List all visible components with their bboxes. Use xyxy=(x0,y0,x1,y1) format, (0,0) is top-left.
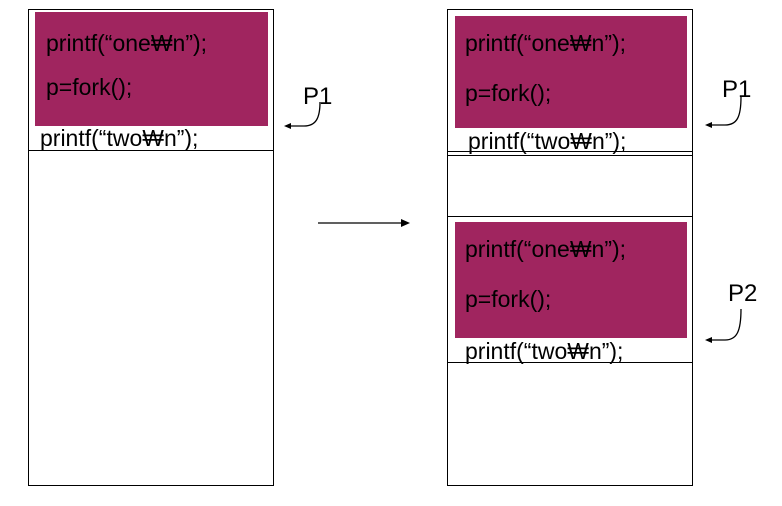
left-process-label: P1 xyxy=(303,83,333,110)
transition-arrow xyxy=(318,219,410,227)
right-top-process-label: P1 xyxy=(722,76,752,103)
right-top-code-line-1: printf(“one₩n”); xyxy=(465,30,627,56)
right-bottom-code-line-1: printf(“one₩n”); xyxy=(465,236,627,262)
right-top-pointer-arrow xyxy=(705,96,742,128)
right-bottom-pointer-arrow xyxy=(705,308,742,343)
right-bottom-process-label: P2 xyxy=(728,280,758,307)
right-bottom-code-line-2: p=fork(); xyxy=(465,286,552,312)
left-divider xyxy=(28,150,274,151)
right-divider-3 xyxy=(447,362,693,363)
right-divider-2 xyxy=(447,216,693,217)
right-top-code-line-3: printf(“two₩n”); xyxy=(468,128,627,154)
right-divider-1 xyxy=(447,151,693,152)
left-code-line-3: printf(“two₩n”); xyxy=(40,125,199,151)
left-code-line-1: printf(“one₩n”); xyxy=(46,30,208,56)
right-bottom-code-line-3: printf(“two₩n”); xyxy=(465,338,624,364)
left-pointer-arrow xyxy=(284,101,321,129)
right-top-highlight-region xyxy=(455,16,687,128)
left-code-line-2: p=fork(); xyxy=(46,74,133,100)
right-bottom-highlight-region xyxy=(455,222,687,338)
left-highlight-region xyxy=(35,12,268,126)
right-divider-1b xyxy=(447,155,693,156)
right-top-code-line-2: p=fork(); xyxy=(465,80,552,106)
